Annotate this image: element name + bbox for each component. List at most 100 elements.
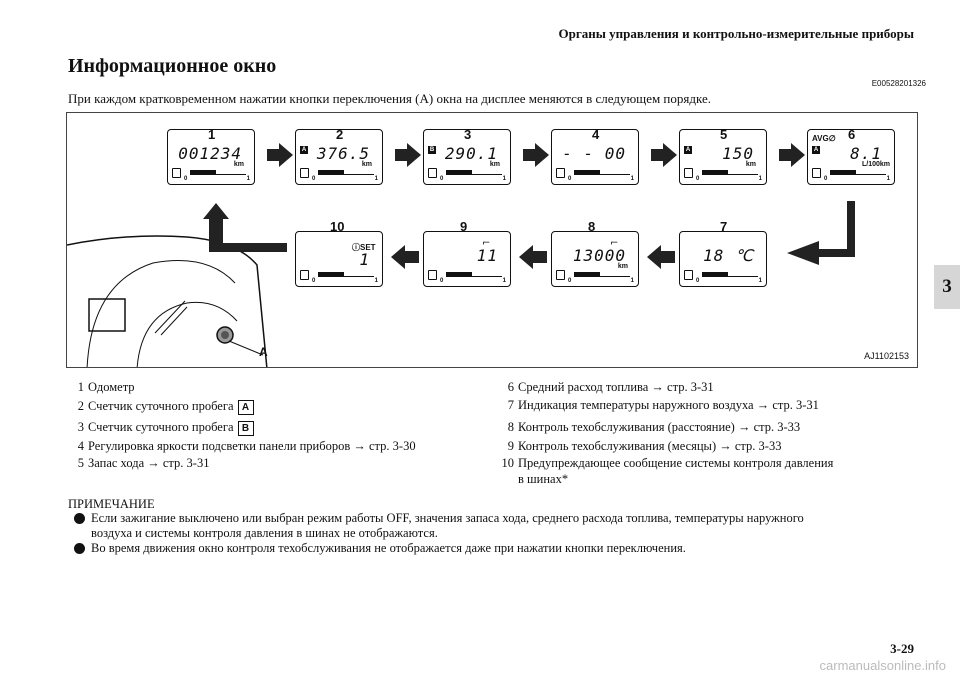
legend-text: Счетчик суточного пробега xyxy=(88,399,234,413)
display-5: 5 A 150 km 0 1 xyxy=(679,127,767,185)
legend-text: Предупреждающее сообщение системы контро… xyxy=(518,456,834,470)
switch-button-inner xyxy=(221,331,229,339)
display-value: 8.1 xyxy=(850,144,882,163)
display-number: 10 xyxy=(330,219,345,234)
display-unit: km xyxy=(489,161,500,168)
fuel-gauge-bar xyxy=(702,170,728,174)
display-value: - - 00 xyxy=(562,144,626,163)
note-line: Во время движения окно контроля техобслу… xyxy=(91,541,686,555)
fuel-scale-one: 1 xyxy=(886,176,890,182)
display-value: 1 xyxy=(359,250,370,269)
legend-text: Контроль техобслуживания (месяцы) → стр.… xyxy=(518,439,782,453)
fuel-gauge-scale xyxy=(574,276,630,277)
trip-a-badge: A xyxy=(812,146,820,154)
arrow-8-9 xyxy=(519,245,547,269)
fuel-scale-zero: 0 xyxy=(696,176,700,182)
chapter-tab[interactable]: 3 xyxy=(934,265,960,309)
trip-a-tag: A xyxy=(237,399,254,415)
note-line: Если зажигание выключено или выбран режи… xyxy=(91,511,804,525)
note-title: ПРИМЕЧАНИЕ xyxy=(68,497,155,511)
fuel-gauge-scale xyxy=(702,174,758,175)
fuel-gauge-bar xyxy=(446,272,472,276)
arrow-1-2 xyxy=(267,143,293,167)
fuel-pump-icon xyxy=(556,270,565,280)
fuel-scale-one: 1 xyxy=(630,176,634,182)
display-9: 9 ⌐ 11 0 1 xyxy=(423,219,511,287)
fuel-pump-icon xyxy=(172,168,181,178)
fuel-gauge-bar xyxy=(830,170,856,174)
figure-drawing xyxy=(67,143,855,367)
fuel-gauge-scale xyxy=(574,174,630,175)
display-number: 8 xyxy=(588,219,596,234)
legend-num: 9 xyxy=(507,439,514,453)
fuel-scale-zero: 0 xyxy=(824,176,828,182)
fuel-scale-one: 1 xyxy=(374,278,378,284)
legend-text: Средний расход топлива → стр. 3-31 xyxy=(518,380,714,394)
fuel-scale-one: 1 xyxy=(758,176,762,182)
legend-item: в шинах* xyxy=(496,471,916,487)
fuel-scale-zero: 0 xyxy=(440,278,444,284)
legend-num: 7 xyxy=(507,398,514,412)
display-4: 4 - - 00 0 1 xyxy=(551,127,639,185)
fuel-pump-icon xyxy=(812,168,821,178)
display-number: 9 xyxy=(460,219,468,234)
legend-text: Запас хода → стр. 3-31 xyxy=(88,456,210,470)
running-header: Органы управления и контрольно-измерител… xyxy=(558,26,914,41)
arrow-7-8 xyxy=(647,245,675,269)
fuel-gauge-scale xyxy=(318,276,374,277)
return-arrow-left xyxy=(203,203,287,258)
fuel-scale-zero: 0 xyxy=(568,176,572,182)
legend-text: Контроль техобслуживания (расстояние) → … xyxy=(518,420,801,434)
display-unit: km xyxy=(233,161,244,168)
trip-a-badge: A xyxy=(300,146,308,154)
note-item: Во время движения окно контроля техобслу… xyxy=(74,541,894,556)
display-value: 13000 xyxy=(572,246,626,265)
fuel-gauge-scale xyxy=(702,276,758,277)
display-1: 1 001234 km 0 1 xyxy=(167,127,255,185)
return-arrow-right xyxy=(787,201,855,265)
display-sequence-figure: A AJ1102153 1 001234 km 0 1 2 A 376.5 km… xyxy=(66,112,918,368)
legend-text: в шинах* xyxy=(518,472,569,486)
fuel-scale-zero: 0 xyxy=(312,176,316,182)
legend-text: Одометр xyxy=(88,380,135,394)
legend-text: Счетчик суточного пробега xyxy=(88,420,234,434)
display-number: 7 xyxy=(720,219,728,234)
fuel-scale-zero: 0 xyxy=(440,176,444,182)
watermark: carmanualsonline.info xyxy=(819,658,946,673)
fuel-scale-zero: 0 xyxy=(184,176,188,182)
display-number: 6 xyxy=(848,127,856,142)
fuel-gauge-scale xyxy=(446,276,502,277)
display-unit: L/100km xyxy=(861,161,890,168)
display-3: 3 B 290.1 km 0 1 xyxy=(423,127,511,185)
legend-num: 4 xyxy=(77,439,84,453)
fuel-scale-one: 1 xyxy=(374,176,378,182)
arrow-9-10 xyxy=(391,245,419,269)
fuel-scale-one: 1 xyxy=(502,278,506,284)
legend-item: 9 Контроль техобслуживания (месяцы) → стр… xyxy=(496,438,916,455)
fuel-gauge-scale xyxy=(318,174,374,175)
bullet-icon xyxy=(74,513,85,524)
fuel-pump-icon xyxy=(684,168,693,178)
wrench-icon: ⌐ xyxy=(482,238,491,249)
display-6: 6 AVG∅ A 8.1 L/100km 0 1 xyxy=(807,127,895,185)
section-title: Информационное окно xyxy=(68,55,277,77)
display-8: 8 ⌐ 13000 km 0 1 xyxy=(551,219,639,287)
wrench-icon: ⌐ xyxy=(610,238,619,249)
display-number: 4 xyxy=(592,127,600,142)
legend-num: 10 xyxy=(501,456,515,470)
bullet-icon xyxy=(74,543,85,554)
fuel-pump-icon xyxy=(428,168,437,178)
display-7: 7 18 ℃ 0 1 xyxy=(679,219,767,287)
fuel-gauge-scale xyxy=(190,174,246,175)
legend-num: 3 xyxy=(77,420,84,434)
display-number: 3 xyxy=(464,127,472,142)
fuel-scale-one: 1 xyxy=(502,176,506,182)
panel-outline xyxy=(67,235,268,367)
fuel-scale-zero: 0 xyxy=(312,278,316,284)
